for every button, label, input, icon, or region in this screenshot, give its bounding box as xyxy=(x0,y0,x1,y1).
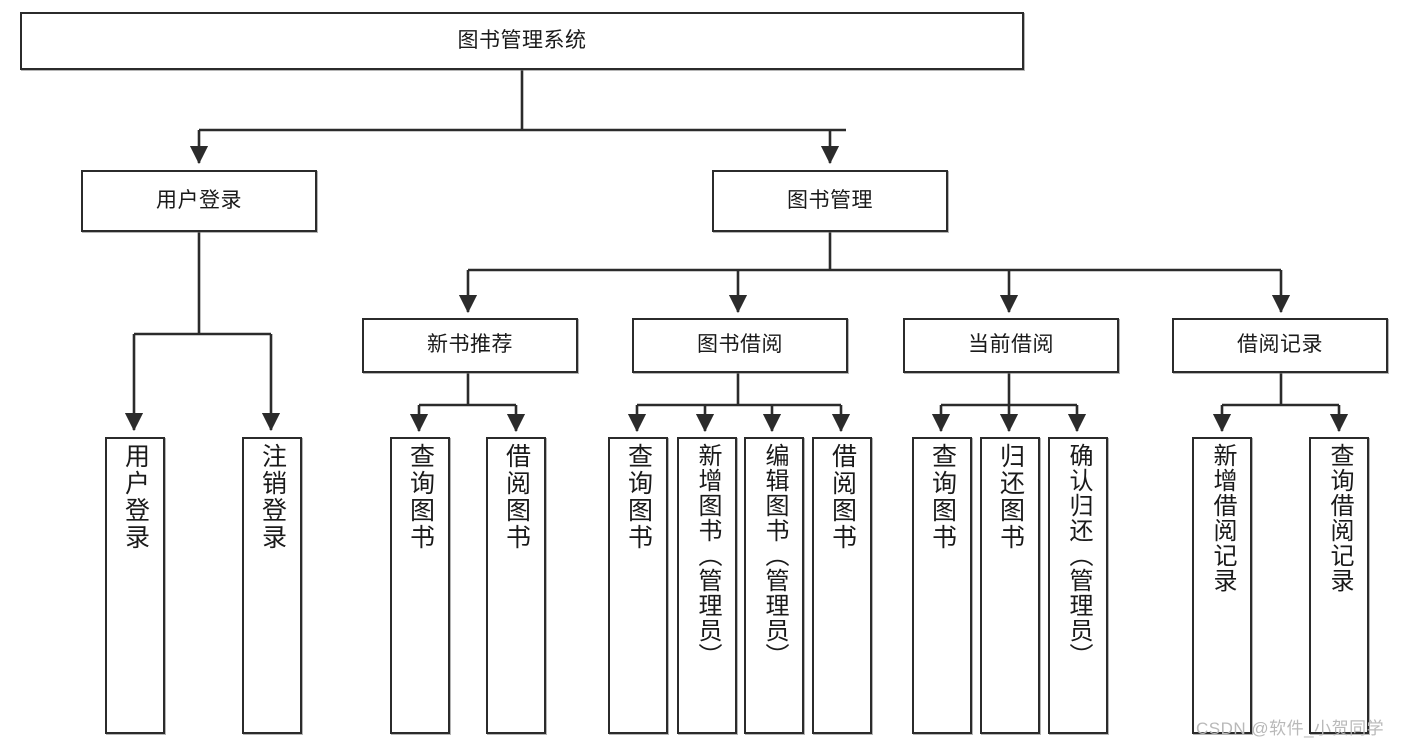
node-leaf-logout-label: 注销登录 xyxy=(258,443,287,551)
node-leaf-query-book-3[interactable]: 查询图书 xyxy=(912,437,972,734)
node-leaf-edit-book-label: 编辑图书（管理员） xyxy=(761,443,788,668)
node-leaf-query-book-1-label: 查询图书 xyxy=(406,443,435,551)
node-leaf-add-book-label: 新增图书（管理员） xyxy=(694,443,721,668)
node-leaf-query-record-label: 查询借阅记录 xyxy=(1326,443,1353,593)
node-leaf-confirm-return-label: 确认归还（管理员） xyxy=(1065,443,1092,668)
node-leaf-edit-book[interactable]: 编辑图书（管理员） xyxy=(744,437,804,734)
node-book-borrow[interactable]: 图书借阅 xyxy=(632,318,848,373)
node-book-borrow-label: 图书借阅 xyxy=(697,333,783,357)
node-leaf-query-book-1[interactable]: 查询图书 xyxy=(390,437,450,734)
node-leaf-add-book[interactable]: 新增图书（管理员） xyxy=(677,437,737,734)
node-leaf-borrow-book-2[interactable]: 借阅图书 xyxy=(812,437,872,734)
edge-newbookrec-to-children xyxy=(409,373,526,433)
node-leaf-confirm-return[interactable]: 确认归还（管理员） xyxy=(1048,437,1108,734)
node-root-label: 图书管理系统 xyxy=(457,28,587,52)
edge-currentborrow-to-children xyxy=(931,373,1087,433)
edge-borrowrecord-to-children xyxy=(1212,373,1349,433)
edge-bookborrow-to-children xyxy=(627,373,851,433)
edge-root-to-children xyxy=(189,70,846,165)
node-current-borrow-label: 当前借阅 xyxy=(968,333,1054,357)
node-leaf-add-record-label: 新增借阅记录 xyxy=(1209,443,1236,593)
node-leaf-query-book-2[interactable]: 查询图书 xyxy=(608,437,668,734)
node-borrow-record[interactable]: 借阅记录 xyxy=(1172,318,1388,373)
node-book-management[interactable]: 图书管理 xyxy=(712,170,948,232)
node-user-login[interactable]: 用户登录 xyxy=(81,170,317,232)
node-leaf-borrow-book-1[interactable]: 借阅图书 xyxy=(486,437,546,734)
node-user-login-label: 用户登录 xyxy=(156,188,242,212)
edge-bookmgmt-to-children xyxy=(458,232,1291,314)
node-leaf-query-book-3-label: 查询图书 xyxy=(928,443,957,551)
node-leaf-return-book[interactable]: 归还图书 xyxy=(980,437,1040,734)
node-leaf-user-login[interactable]: 用户登录 xyxy=(105,437,165,734)
node-leaf-query-book-2-label: 查询图书 xyxy=(624,443,653,551)
node-new-book-recommend-label: 新书推荐 xyxy=(427,333,513,357)
node-leaf-user-login-label: 用户登录 xyxy=(121,443,150,551)
node-borrow-record-label: 借阅记录 xyxy=(1237,333,1323,357)
node-leaf-borrow-book-2-label: 借阅图书 xyxy=(828,443,857,551)
node-leaf-logout[interactable]: 注销登录 xyxy=(242,437,302,734)
node-book-management-label: 图书管理 xyxy=(787,188,873,212)
node-current-borrow[interactable]: 当前借阅 xyxy=(903,318,1119,373)
edge-login-to-children xyxy=(124,232,281,432)
node-new-book-recommend[interactable]: 新书推荐 xyxy=(362,318,578,373)
node-leaf-return-book-label: 归还图书 xyxy=(996,443,1025,551)
csdn-watermark: CSDN @软件_小贺同学 xyxy=(1196,719,1385,738)
node-leaf-borrow-book-1-label: 借阅图书 xyxy=(502,443,531,551)
node-leaf-add-record[interactable]: 新增借阅记录 xyxy=(1192,437,1252,734)
node-root[interactable]: 图书管理系统 xyxy=(20,12,1024,70)
node-leaf-query-record[interactable]: 查询借阅记录 xyxy=(1309,437,1369,734)
